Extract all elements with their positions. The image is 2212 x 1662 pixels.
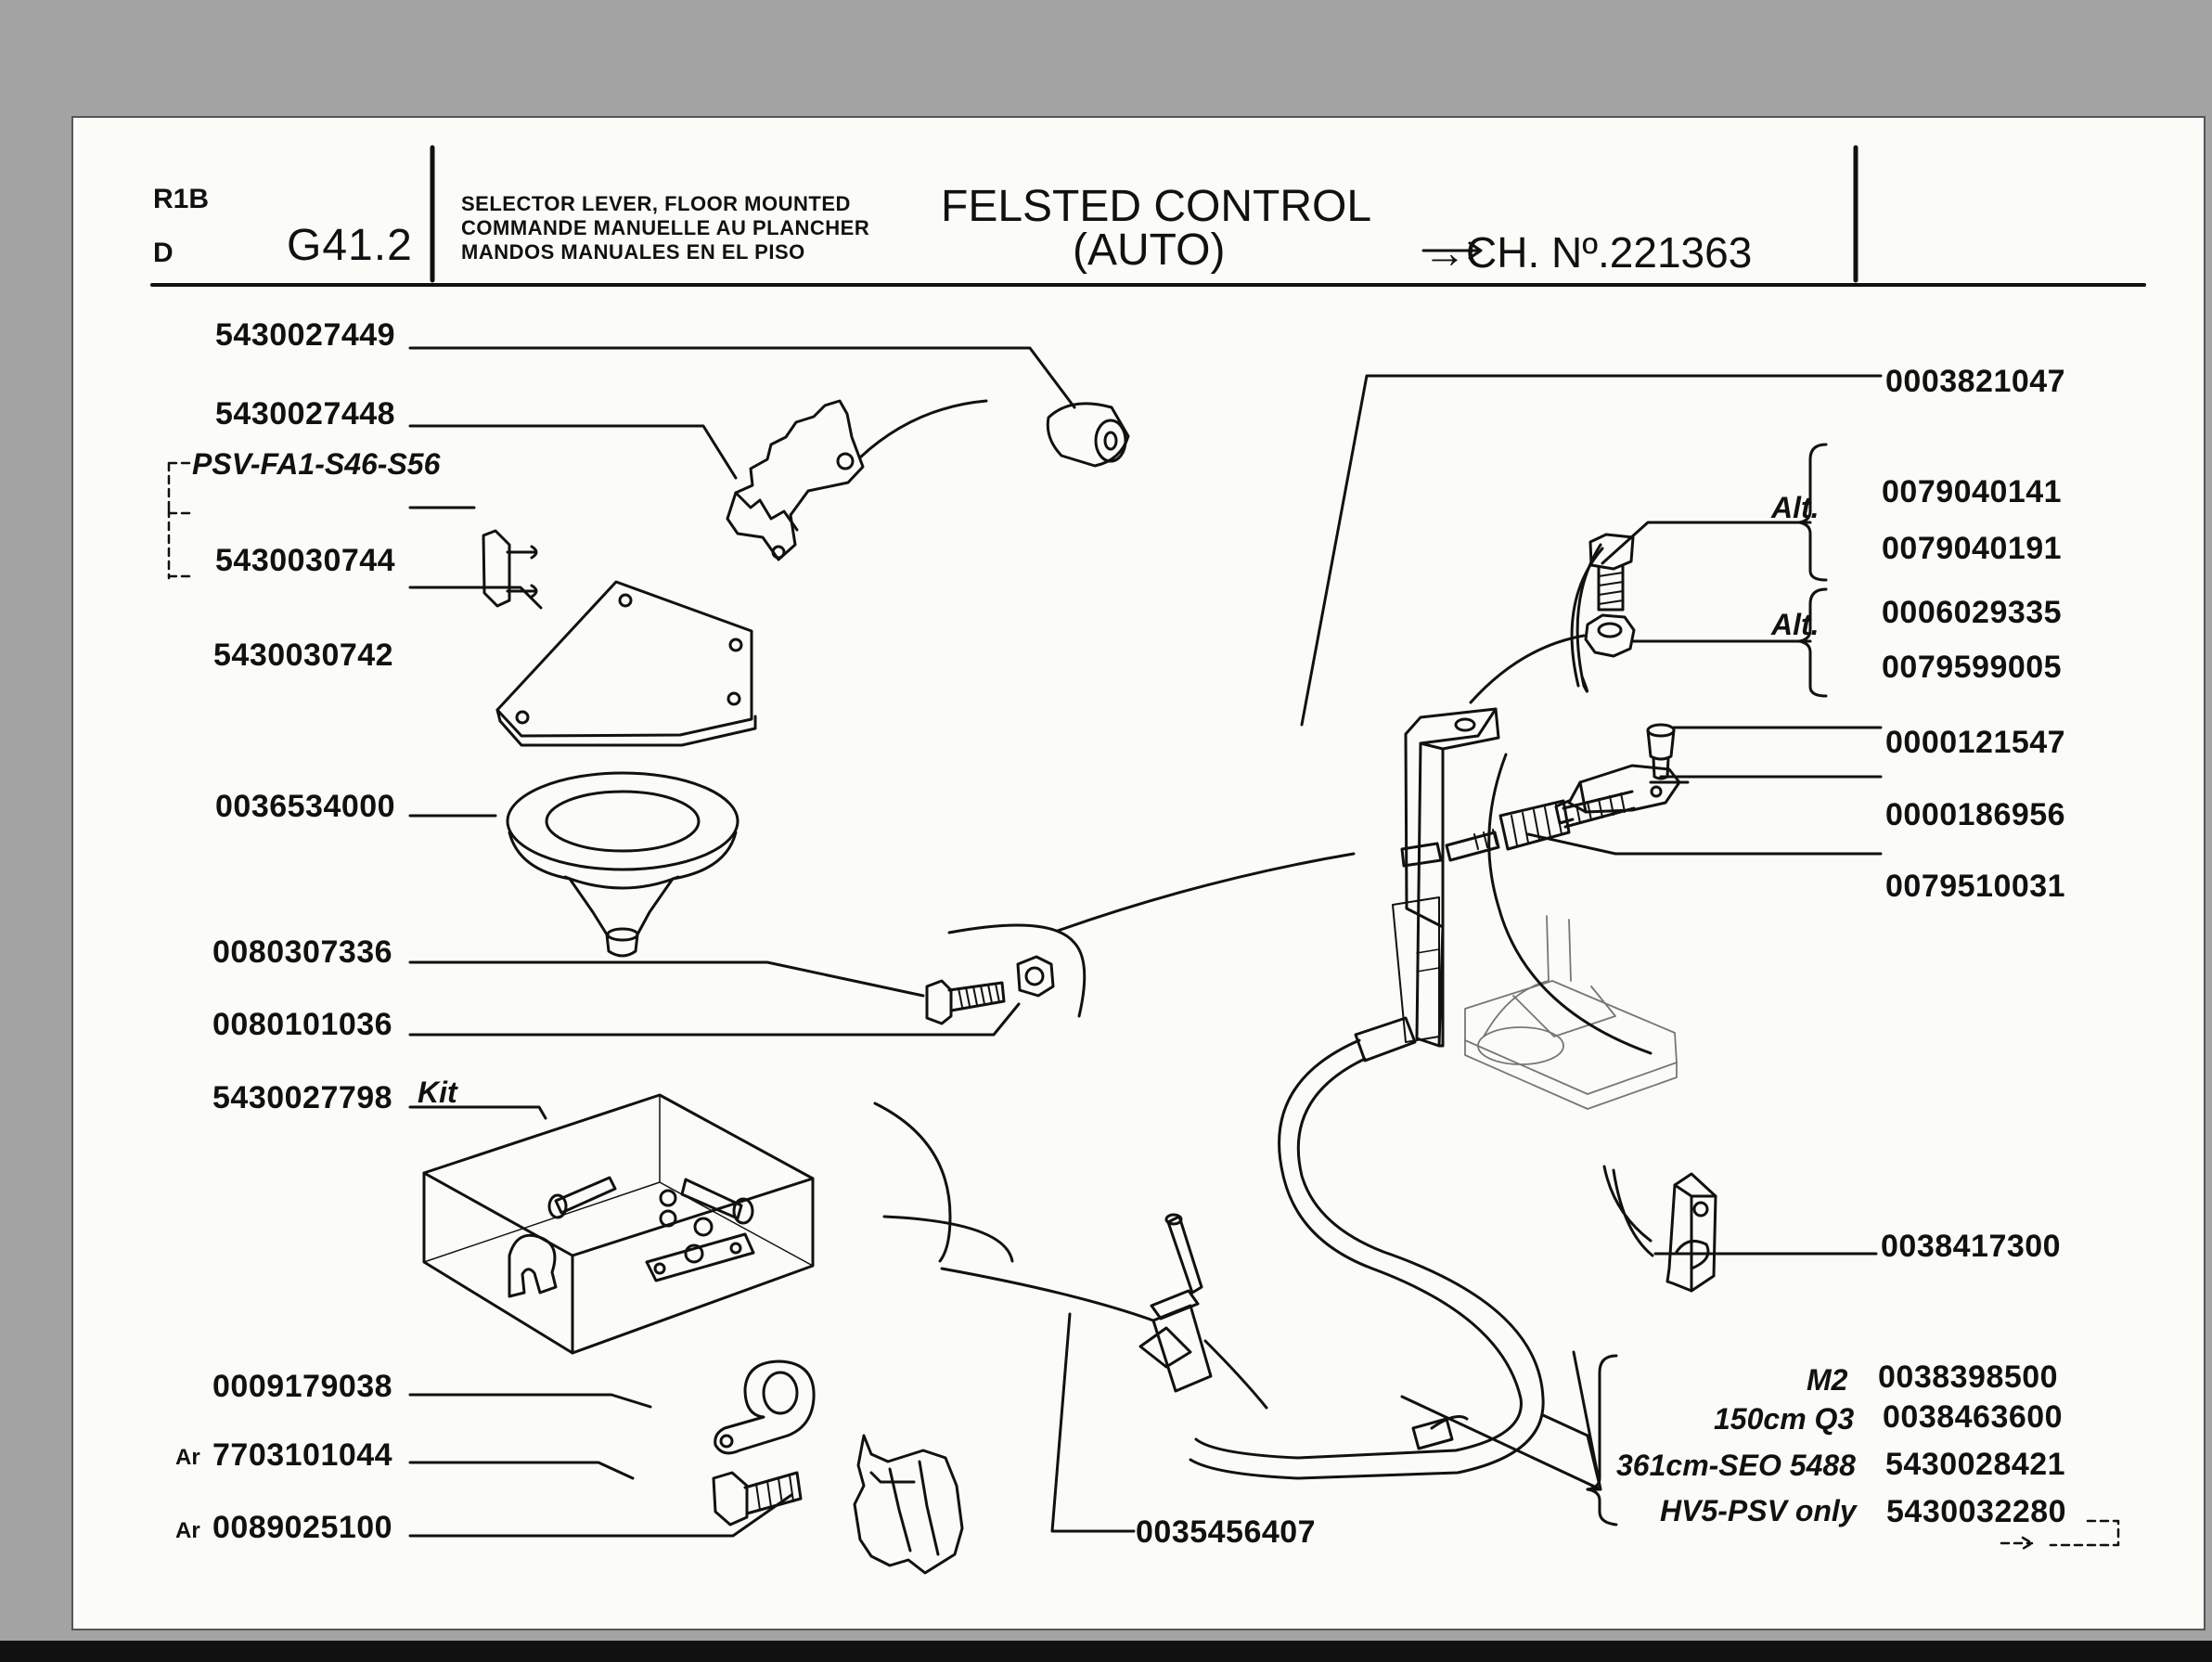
scan-bottom-edge: [0, 1641, 2212, 1662]
label-0080307336: 0080307336: [212, 934, 393, 970]
header-page-ref: G41.2: [287, 221, 413, 270]
chassis-arrow: [1421, 241, 1483, 260]
header-code-bottom: D: [153, 238, 174, 268]
leader-5430030742: [408, 586, 543, 610]
note-hv5-psv-only: HV5-PSV only: [1660, 1494, 1857, 1527]
header-main-title-1: FELSTED CONTROL: [941, 182, 1372, 231]
mount-arc-upper-right: [1469, 543, 1602, 704]
label-alt-1: Alt.: [1771, 491, 1820, 524]
leader-5430027448: [408, 424, 738, 480]
header-title-fr: COMMANDE MANUELLE AU PLANCHER: [461, 216, 870, 239]
kit-arc: [873, 1102, 952, 1263]
knob-5430027449: [1046, 402, 1130, 468]
label-0038417300: 0038417300: [1881, 1229, 2062, 1264]
note-150cm-q3: 150cm Q3: [1714, 1402, 1855, 1436]
mount-arc-lower-right: [1602, 1165, 1654, 1257]
label-kit: Kit: [418, 1076, 457, 1109]
mount-arc-cable-end: [940, 1267, 1155, 1322]
bracket-0038417300: [1665, 1172, 1717, 1293]
mark-ar-0089025100: Ar: [175, 1518, 200, 1543]
bolt-7703101044: [712, 1471, 803, 1527]
gearbox-lever-sketch: [1464, 915, 1678, 1110]
label-0089025100: 0089025100: [212, 1510, 393, 1545]
detent-plate-5430027448: [726, 399, 988, 561]
label-7703101044: 7703101044: [212, 1437, 393, 1473]
header-code-top: R1B: [153, 184, 210, 214]
label-5430027798: 5430027798: [212, 1080, 393, 1115]
header-main-title-2: (AUTO): [1073, 225, 1226, 275]
parts-diagram: [150, 145, 2146, 1575]
leader-0089025100: [408, 1493, 793, 1538]
bolt-alt-1: [1588, 533, 1635, 612]
bolt-0080307336: [925, 979, 1006, 1025]
label-5430027448: 5430027448: [215, 396, 396, 432]
plate-5430030742: [495, 580, 757, 747]
brace-cable-group: [1586, 1354, 1618, 1527]
arc-upper-right-2: [1570, 547, 1604, 688]
kit-box-5430027798: [422, 1093, 815, 1355]
leader-0003821047: [1300, 374, 1883, 727]
header-title-en: SELECTOR LEVER, FLOOR MOUNTED: [461, 192, 851, 215]
brace-alt-2: [1797, 587, 1828, 698]
pin-0000121547: [1646, 723, 1676, 780]
spring-clip-0089025100: [853, 1434, 964, 1575]
label-5430030744: 5430030744: [215, 543, 396, 578]
pin-bracket-5430030744: [482, 529, 538, 608]
parts-sheet: R1B D G41.2 SELECTOR LEVER, FLOOR MOUNTE…: [71, 116, 2206, 1630]
label-0079599005: 0079599005: [1882, 650, 2063, 685]
label-0035456407: 0035456407: [1136, 1514, 1317, 1550]
label-0009179038: 0009179038: [212, 1369, 393, 1404]
mount-arc-lever: [1487, 753, 1653, 1055]
nut-0080101036: [1016, 955, 1055, 998]
header-chassis-number: →CH. Nº.221363: [1423, 228, 1753, 277]
label-0038463600: 0038463600: [1883, 1399, 2064, 1435]
cable-assembly: [1189, 1038, 1545, 1480]
cable-end-0035456407: [1138, 1213, 1268, 1410]
mark-ar-7703101044: Ar: [175, 1445, 200, 1470]
leader-0080307336: [408, 960, 925, 998]
leader-5430027449: [408, 346, 1076, 409]
label-0000121547: 0000121547: [1885, 725, 2066, 760]
leader-cable-group: [1400, 1350, 1602, 1491]
label-0079040191: 0079040191: [1882, 531, 2063, 566]
label-0000186956: 0000186956: [1885, 797, 2066, 832]
label-5430027449: 5430027449: [215, 317, 396, 353]
label-5430032280: 5430032280: [1886, 1494, 2067, 1529]
note-361cm-seo-5488: 361cm-SEO 5488: [1616, 1449, 1856, 1482]
label-0036534000: 0036534000: [215, 789, 396, 824]
label-0079510031: 0079510031: [1885, 869, 2066, 904]
mount-arc-kit: [882, 1215, 1014, 1263]
label-0080101036: 0080101036: [212, 1007, 393, 1042]
label-0006029335: 0006029335: [1882, 595, 2063, 630]
header-title-es: MANDOS MANUALES EN EL PISO: [461, 240, 805, 264]
leader-0080101036: [408, 1002, 1021, 1037]
boot-0036534000: [506, 771, 739, 958]
mount-arc-bolt: [947, 923, 1087, 1018]
label-0003821047: 0003821047: [1885, 364, 2066, 399]
leader-5430027798: [408, 1105, 547, 1120]
adjuster-0079510031: [1400, 790, 1636, 868]
label-0038398500: 0038398500: [1878, 1359, 2059, 1395]
hv5-dashed-arrow: [2000, 1519, 2120, 1551]
note-m2: M2: [1807, 1363, 1848, 1397]
brace-alt-1: [1797, 443, 1828, 582]
leader-7703101044: [408, 1461, 635, 1480]
leader-alt-1: [1601, 521, 1812, 565]
psv-dashed-bracket: [167, 461, 194, 580]
leader-mid-cable: [1056, 852, 1356, 933]
note-psv-fa1: PSV-FA1-S46-S56: [192, 447, 441, 481]
label-alt-2: Alt.: [1771, 608, 1820, 641]
leader-0079510031: [1526, 832, 1883, 856]
label-5430030742: 5430030742: [213, 638, 394, 673]
nut-alt-2: [1584, 613, 1636, 658]
bracket-0003821047: [1354, 707, 1500, 1063]
leader-0009179038: [408, 1393, 652, 1409]
clip-0009179038: [714, 1359, 816, 1455]
label-5430028421: 5430028421: [1885, 1447, 2066, 1482]
leader-0035456407: [1050, 1312, 1136, 1533]
label-0079040141: 0079040141: [1882, 474, 2063, 509]
